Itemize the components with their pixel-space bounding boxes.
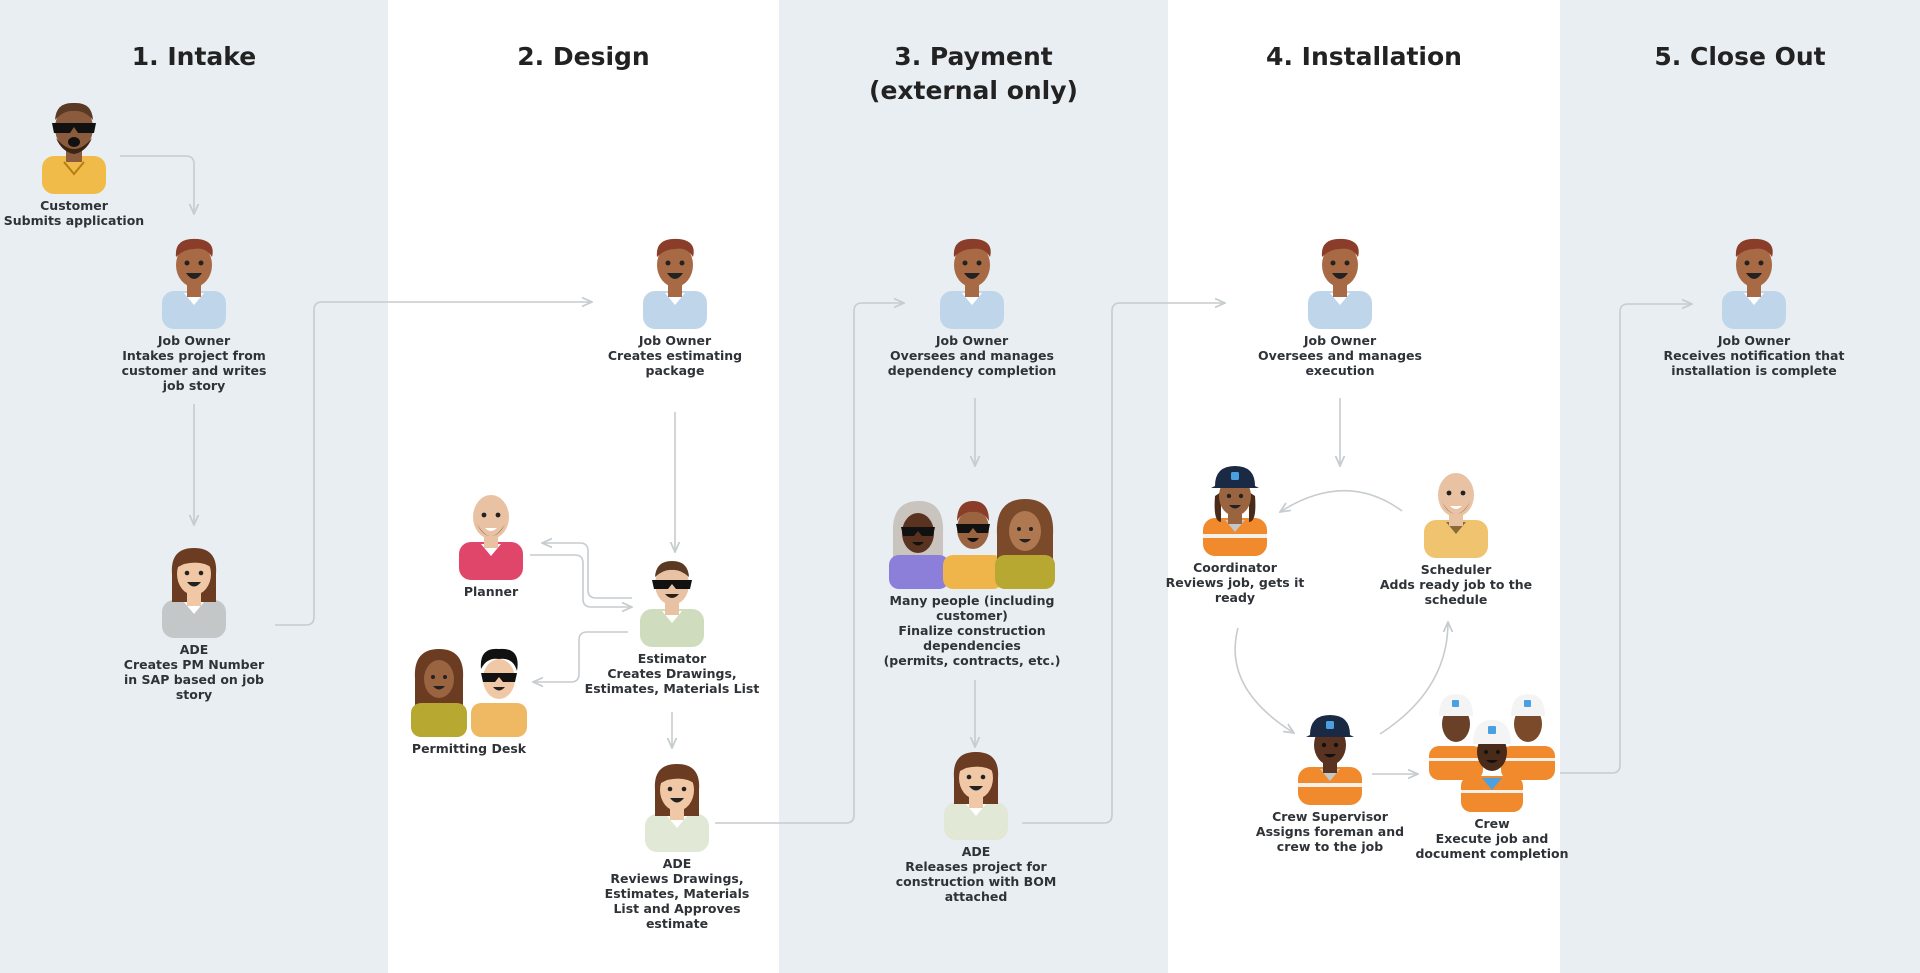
actor-role: Job Owner: [1717, 333, 1791, 348]
customer: Customer Submits application: [0, 96, 194, 228]
group-icon: [889, 499, 1055, 589]
job-owner-icon: [162, 238, 226, 329]
ade-icon: [944, 752, 1008, 840]
connector-arrow: [120, 155, 194, 214]
actor-role: Permitting Desk: [411, 741, 527, 756]
column-title: 1. Intake: [131, 42, 257, 71]
actor-role: Job Owner: [935, 333, 1009, 348]
connector-arrow: [275, 302, 592, 626]
actor-description: Finalize construction dependencies (perm…: [883, 623, 1061, 668]
connector-arrow: [530, 554, 632, 607]
actor-role: Planner: [463, 584, 519, 599]
actor-role: ADE: [179, 642, 209, 657]
actor-description: Intakes project from customer and writes…: [121, 348, 267, 393]
actor-description: Reviews job, gets it ready: [1165, 575, 1305, 605]
job-owner-icon: [940, 238, 1004, 329]
connector-arrow: [542, 543, 632, 599]
connector-arrow: [1560, 304, 1692, 774]
actor-role: Customer: [40, 198, 108, 213]
connector-arrow: [1280, 489, 1403, 512]
install-job-owner: Job Owner Oversees and manages execution: [1220, 235, 1460, 378]
ade-icon: [162, 548, 226, 638]
actor-description: Creates estimating package: [607, 348, 743, 378]
column-title: 3. Payment (external only): [869, 42, 1078, 105]
actor-description: Oversees and manages execution: [1258, 348, 1422, 378]
actor-role: Job Owner: [157, 333, 231, 348]
ade-icon: [645, 764, 709, 852]
actor-role: ADE: [662, 856, 692, 871]
permitting-desk-icon: [411, 648, 527, 737]
actor-description: Receives notification that installation …: [1663, 348, 1845, 378]
estimator: Estimator Creates Drawings, Estimates, M…: [552, 557, 792, 696]
actor-role: Estimator: [637, 651, 707, 666]
column-title: 4. Installation: [1266, 42, 1462, 71]
actor-role: Job Owner: [1303, 333, 1377, 348]
actor-description: Submits application: [3, 213, 145, 228]
scheduler-icon: [1424, 473, 1488, 558]
actor-role: Coordinator: [1193, 560, 1277, 575]
job-owner-icon: [1722, 238, 1786, 329]
actor-description: Adds ready job to the schedule: [1379, 577, 1533, 607]
connector-arrow: [1234, 627, 1294, 733]
job-owner-icon: [643, 238, 707, 329]
actor-role: Scheduler: [1420, 562, 1492, 577]
actor-description: Releases project for construction with B…: [895, 859, 1057, 904]
intake-job-owner: Job Owner Intakes project from customer …: [74, 235, 314, 393]
payment-job-owner: Job Owner Oversees and manages dependenc…: [852, 235, 1092, 378]
permitting-desk: Permitting Desk: [349, 645, 589, 756]
actor-role: Crew: [1474, 816, 1510, 831]
crew-icon: [1429, 694, 1555, 812]
intake-ade: ADE Creates PM Number in SAP based on jo…: [74, 544, 314, 702]
actor-description: Execute job and document completion: [1415, 831, 1569, 861]
actor-description: Creates Drawings, Estimates, Materials L…: [584, 666, 760, 696]
many-people: Many people (including customer) Finaliz…: [852, 495, 1092, 668]
crew-supervisor: Crew Supervisor Assigns foreman and crew…: [1210, 711, 1450, 854]
closeout-job-owner: Job Owner Receives notification that ins…: [1634, 235, 1874, 378]
actor-description: Assigns foreman and crew to the job: [1255, 824, 1405, 854]
connector-arrow: [1022, 303, 1225, 824]
actor-description: Reviews Drawings, Estimates, Materials L…: [604, 871, 750, 931]
scheduler: Scheduler Adds ready job to the schedule: [1336, 468, 1576, 607]
actor-role: ADE: [961, 844, 991, 859]
estimator-icon: [640, 561, 704, 647]
customer-icon: [42, 102, 106, 194]
coordinator: Coordinator Reviews job, gets it ready: [1115, 462, 1355, 605]
payment-ade: ADE Releases project for construction wi…: [856, 748, 1096, 904]
actor-description: Oversees and manages dependency completi…: [887, 348, 1057, 378]
column-title: 5. Close Out: [1654, 42, 1826, 71]
design-ade: ADE Reviews Drawings, Estimates, Materia…: [557, 760, 797, 931]
coordinator-icon: [1203, 466, 1267, 556]
actor-role: Many people (including customer): [889, 593, 1055, 623]
actor-role: Crew Supervisor: [1272, 809, 1388, 824]
design-job-owner: Job Owner Creates estimating package: [555, 235, 795, 378]
column-design: 2. Design: [388, 0, 779, 973]
connector-arrow: [533, 631, 628, 682]
planner-icon: [459, 495, 523, 580]
actor-role: Job Owner: [638, 333, 712, 348]
crew-supervisor-icon: [1298, 715, 1362, 805]
planner: Planner: [371, 490, 611, 599]
connector-arrow: [715, 303, 904, 824]
actor-description: Creates PM Number in SAP based on job st…: [123, 657, 265, 702]
connector-arrow: [1379, 622, 1448, 735]
crew: Crew Execute job and document completion: [1372, 686, 1612, 861]
column-title: 2. Design: [517, 42, 650, 71]
job-owner-icon: [1308, 238, 1372, 329]
